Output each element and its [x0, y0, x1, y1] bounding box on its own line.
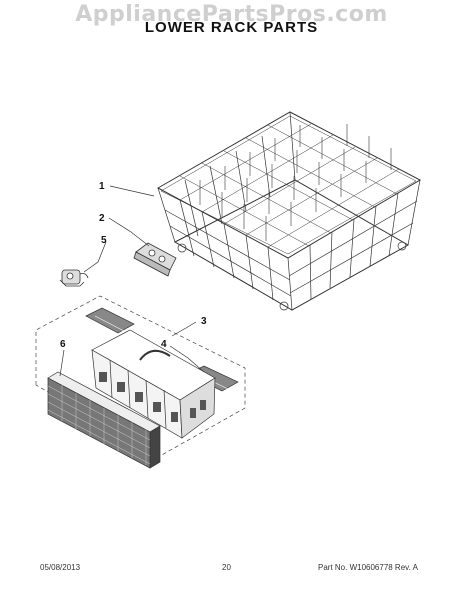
lower-rack [156, 111, 422, 311]
callout-5: 5 [101, 235, 107, 246]
footer-date: 05/08/2013 [40, 563, 81, 572]
assembly-group-outline [35, 295, 246, 457]
callout-6: 6 [60, 339, 66, 350]
watermark: AppliancePartsPros.com [75, 2, 388, 27]
callout-1: 1 [99, 181, 105, 192]
page-title: LOWER RACK PARTS [144, 19, 319, 36]
footer-part-number: Part No. W10606778 Rev. A [318, 563, 418, 572]
leader-lines [59, 185, 205, 377]
callout-2: 2 [99, 213, 105, 224]
rack-clip [59, 269, 89, 287]
callout-4: 4 [161, 339, 167, 350]
callout-3: 3 [201, 316, 207, 327]
rack-wheel-assembly [133, 242, 177, 277]
silverware-basket [91, 329, 216, 439]
basket-grille-panel [47, 371, 161, 469]
footer-page-number: 20 [222, 563, 231, 572]
